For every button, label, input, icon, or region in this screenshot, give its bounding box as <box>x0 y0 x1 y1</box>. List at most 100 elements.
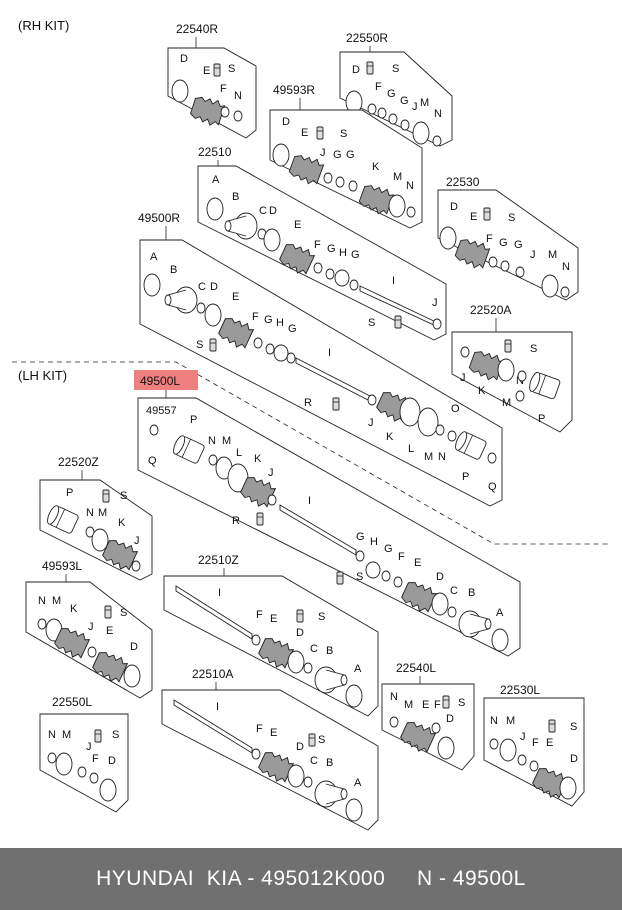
letter-label: N <box>390 691 398 703</box>
letter-label: F <box>252 311 259 323</box>
exploded-diagram: (RH KIT) (LH KIT) 22540R D E S F N 22550… <box>12 18 608 831</box>
kit-49593l[interactable]: 49593L N M K S J E D <box>25 559 153 699</box>
letter-label: N <box>38 595 46 607</box>
letter-label: M <box>548 249 557 261</box>
letter-label: J <box>530 249 536 261</box>
kit-22510a[interactable]: 22510A I F E S D C B A <box>161 667 379 831</box>
letter-label: D <box>210 281 218 293</box>
letter-label: G <box>514 239 523 251</box>
letter-label: R <box>304 397 312 409</box>
letter-label: G <box>387 88 396 100</box>
letter-label: F <box>486 233 493 245</box>
letter-label: E <box>203 65 210 77</box>
kit-22520a[interactable]: 22520A S J K N M P <box>451 303 573 433</box>
letter-label: B <box>468 587 475 599</box>
letter-label: E <box>270 727 277 739</box>
letter-label: M <box>424 451 433 463</box>
letter-label: J <box>460 372 466 384</box>
letter-label: G <box>333 149 342 161</box>
letter-label: S <box>392 63 399 75</box>
kit-22540r[interactable]: 22540R D E S F N <box>167 22 257 139</box>
letter-label: F <box>314 239 321 251</box>
letter-label: D <box>180 53 188 65</box>
letter-label: 49557 <box>146 405 177 417</box>
letter-label: N <box>516 375 524 387</box>
letter-label: L <box>408 443 414 455</box>
letter-label: E <box>106 625 113 637</box>
letter-label: B <box>170 264 177 276</box>
letter-label: D <box>352 64 360 76</box>
rh-kit-label: (RH KIT) <box>18 18 69 33</box>
letter-label: P <box>538 413 545 425</box>
kit-22510z[interactable]: 22510Z I F E S D C B A <box>163 553 379 717</box>
letter-label: I <box>392 275 395 287</box>
letter-label: H <box>370 536 378 548</box>
kit-22510[interactable]: 22510 A B C D E F G H G I J S <box>197 145 447 341</box>
letter-label: F <box>256 723 263 735</box>
letter-label: F <box>220 83 227 95</box>
kit-49500l[interactable]: 49500L 49557 P N M Q L K J I R G H G F E… <box>134 370 521 657</box>
letter-label: M <box>404 699 413 711</box>
letter-label: G <box>264 314 273 326</box>
letter-label: A <box>354 777 362 789</box>
letter-label: S <box>120 490 127 502</box>
part-number-22520z: 22520Z <box>58 455 99 469</box>
letter-label: E <box>470 211 477 223</box>
letter-label: N <box>434 108 442 120</box>
letter-label: M <box>62 729 71 741</box>
letter-label: C <box>310 643 318 655</box>
letter-label: E <box>546 737 553 749</box>
letter-label: S <box>530 343 537 355</box>
kit-22550r[interactable]: 22550R D S F G G J M N <box>339 31 453 147</box>
part-number-22520a: 22520A <box>470 303 511 317</box>
kit-22530[interactable]: 22530 D E S F G G J M N <box>437 175 579 301</box>
part-number-22530: 22530 <box>446 175 480 189</box>
highlight-box <box>134 370 198 390</box>
letter-label: J <box>368 417 374 429</box>
letter-label: S <box>458 697 465 709</box>
kit-22520z[interactable]: 22520Z P S N M K J <box>39 455 153 581</box>
letter-label: B <box>326 757 333 769</box>
letter-label: N <box>48 729 56 741</box>
kit-49500r[interactable]: 49500R A B C D E F G H G S I R J K L M N… <box>138 211 503 507</box>
letter-label: D <box>450 201 458 213</box>
letter-label: C <box>450 585 458 597</box>
letter-label: M <box>420 97 429 109</box>
letter-label: G <box>288 323 297 335</box>
part-number-22550r: 22550R <box>346 31 388 45</box>
letter-label: M <box>222 435 231 447</box>
letter-label: G <box>327 243 336 255</box>
letter-label: H <box>276 317 284 329</box>
letter-label: K <box>254 453 262 465</box>
letter-label: I <box>218 587 221 599</box>
letter-label: Q <box>488 481 497 493</box>
letter-label: O <box>451 403 460 415</box>
part-number-49500l: 49500L <box>140 374 180 388</box>
part-number-49500r: 49500R <box>138 211 180 225</box>
letter-label: D <box>570 753 578 765</box>
letter-label: C <box>259 205 267 217</box>
part-number-caption: HYUNDAI KIA - 495012K000 N - 49500L <box>96 867 526 890</box>
lh-kit-label: (LH KIT) <box>18 368 67 383</box>
kit-22550l[interactable]: 22550L N M S J F D <box>39 695 129 813</box>
letter-label: G <box>356 531 365 543</box>
letter-label: A <box>354 663 362 675</box>
letter-label: N <box>406 180 414 192</box>
part-number-22510a: 22510A <box>192 667 233 681</box>
kit-49593r[interactable]: 49593R D E S J G G K M N <box>269 83 423 229</box>
letter-label: D <box>436 571 444 583</box>
letter-label: G <box>384 543 393 555</box>
letter-label: F <box>532 737 539 749</box>
letter-label: P <box>190 414 197 426</box>
kit-22540l[interactable]: 22540L N M E F S D <box>381 661 475 771</box>
letter-label: K <box>372 161 380 173</box>
letter-label: M <box>506 715 515 727</box>
letter-label: N <box>490 715 498 727</box>
letter-label: G <box>346 149 355 161</box>
letter-label: S <box>340 128 347 140</box>
letter-label: J <box>432 297 438 309</box>
letter-label: D <box>446 713 454 725</box>
letter-label: G <box>499 237 508 249</box>
kit-22530l[interactable]: 22530L N M S J F E D <box>483 683 585 807</box>
